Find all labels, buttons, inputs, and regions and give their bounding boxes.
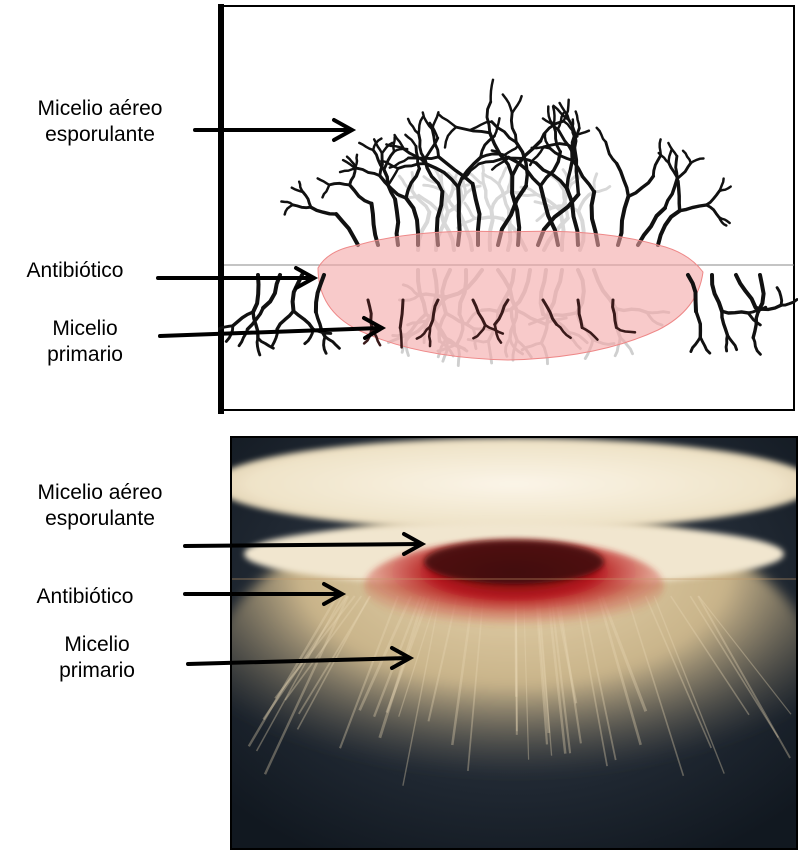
arrow-top-aerial <box>195 120 352 140</box>
arrow-top-antibiotic <box>158 268 314 288</box>
arrow-bottom-antibiotic <box>185 584 342 604</box>
arrow-bottom-aerial <box>185 534 422 554</box>
arrow-bottom-primary <box>188 648 410 668</box>
arrow-top-primary <box>160 318 382 338</box>
